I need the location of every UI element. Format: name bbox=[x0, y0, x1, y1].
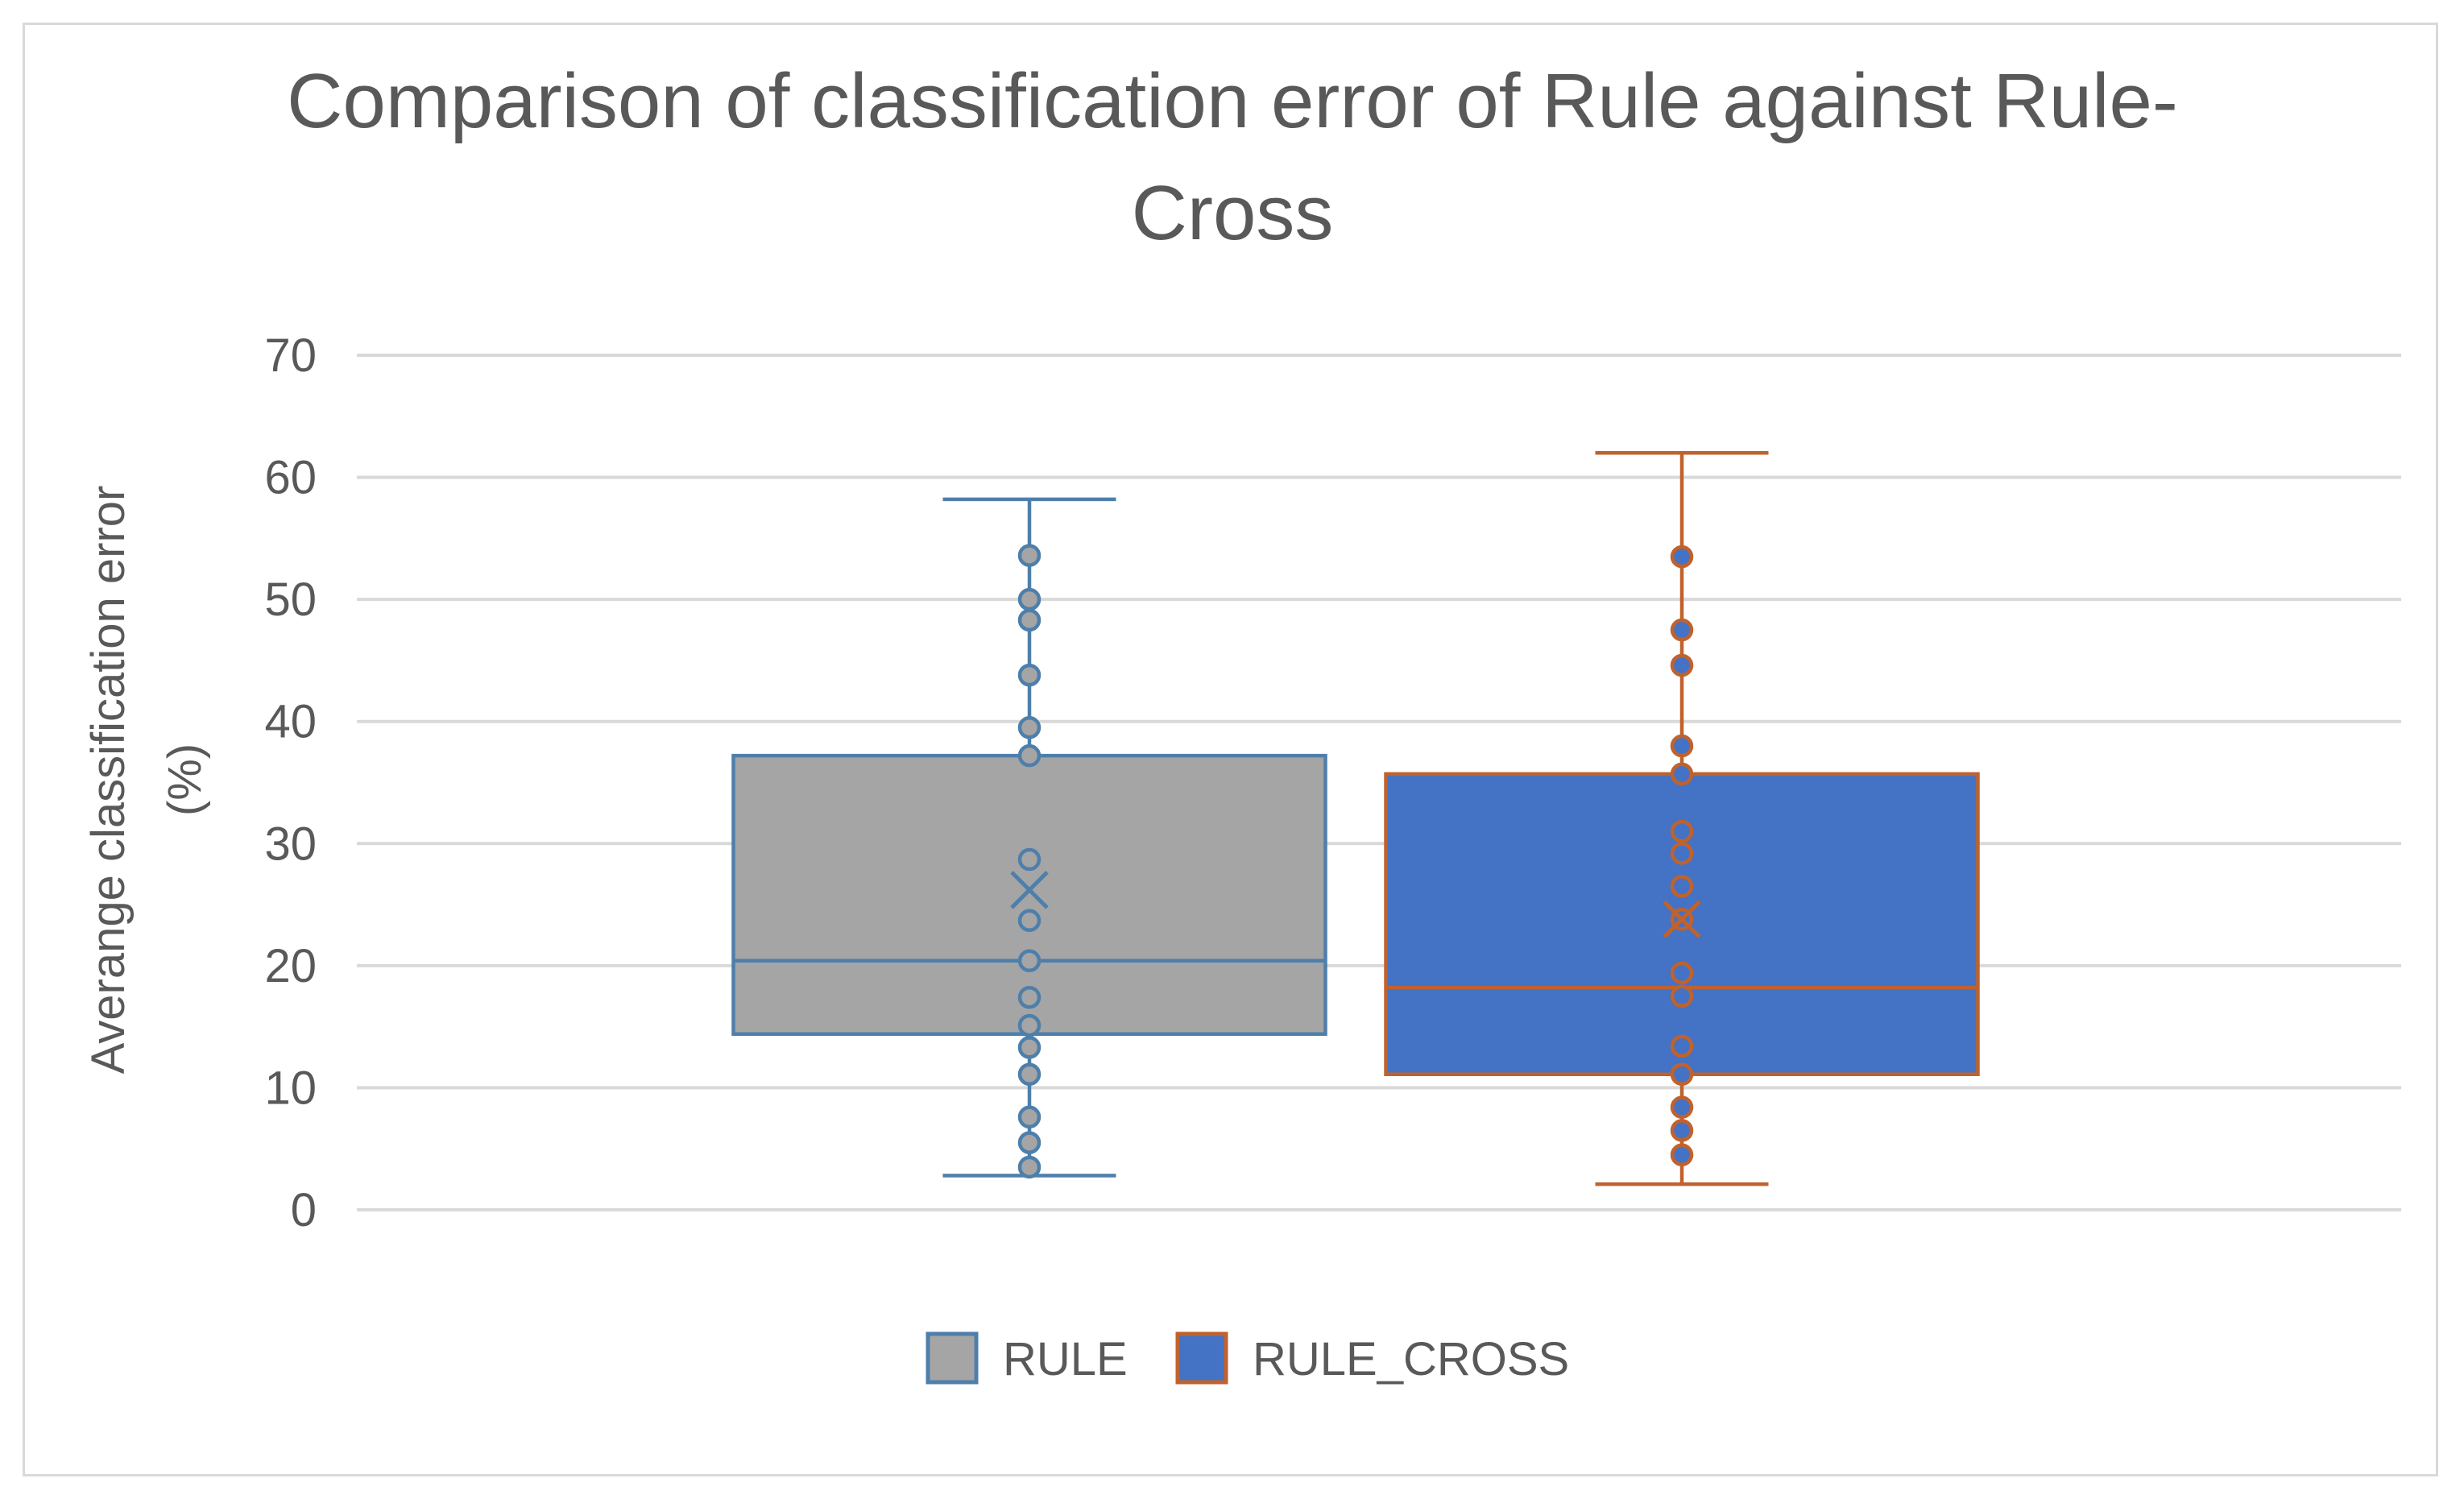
data-point bbox=[1670, 1095, 1694, 1119]
chart-title-line-2: Cross bbox=[1132, 170, 1334, 256]
data-point bbox=[1670, 1143, 1694, 1167]
data-point bbox=[1017, 544, 1042, 567]
legend-label: RULE bbox=[1003, 1333, 1128, 1385]
data-point bbox=[1017, 909, 1042, 933]
data-point bbox=[1670, 984, 1694, 1008]
data-point bbox=[1017, 949, 1042, 973]
data-point bbox=[1017, 1036, 1042, 1059]
data-point bbox=[1017, 716, 1042, 739]
mean-marker-stroke-2 bbox=[1663, 900, 1701, 939]
legend-label: RULE_CROSS bbox=[1253, 1333, 1569, 1385]
y-tick-label-10: 10 bbox=[264, 1062, 317, 1114]
box-rule bbox=[731, 497, 1327, 1179]
data-point bbox=[1017, 986, 1042, 1009]
data-point bbox=[1017, 1013, 1042, 1037]
data-point bbox=[1670, 1034, 1694, 1058]
legend-item-rule: RULE bbox=[926, 1331, 1128, 1385]
data-point bbox=[1017, 663, 1042, 687]
data-point bbox=[1017, 1105, 1042, 1129]
data-point bbox=[1670, 653, 1694, 677]
y-axis-title-line-1: Averange classification error bbox=[82, 486, 135, 1075]
mean-marker-stroke-2 bbox=[1010, 871, 1049, 909]
data-point bbox=[1670, 545, 1694, 569]
data-point bbox=[1017, 1155, 1042, 1179]
box-rule-cross bbox=[1384, 451, 1980, 1186]
y-tick-label-60: 60 bbox=[264, 452, 317, 504]
legend-item-rule-cross: RULE_CROSS bbox=[1175, 1331, 1569, 1385]
data-point bbox=[1017, 847, 1042, 872]
y-tick-label-40: 40 bbox=[264, 696, 317, 748]
mean-marker bbox=[1010, 871, 1049, 909]
data-point bbox=[1017, 608, 1042, 632]
data-point bbox=[1670, 875, 1694, 898]
data-point bbox=[1670, 734, 1694, 758]
data-point bbox=[1670, 961, 1694, 985]
y-tick-label-50: 50 bbox=[264, 574, 317, 626]
data-point bbox=[1017, 1062, 1042, 1087]
data-point bbox=[1017, 1131, 1042, 1154]
y-tick-label-0: 0 bbox=[291, 1184, 317, 1236]
y-axis-title: Averange classification error (%) bbox=[82, 486, 211, 1075]
data-point bbox=[1670, 819, 1694, 843]
y-tick-label-20: 20 bbox=[264, 940, 317, 992]
legend: RULE RULE_CROSS bbox=[926, 1331, 1569, 1385]
chart-title: Comparison of classification error of Ru… bbox=[287, 58, 2178, 256]
mean-marker bbox=[1663, 900, 1701, 939]
legend-swatch bbox=[926, 1331, 979, 1385]
data-point bbox=[1670, 762, 1694, 786]
data-point bbox=[1670, 1119, 1694, 1142]
box-plots bbox=[731, 451, 1980, 1186]
chart-frame: Comparison of classification error of Ru… bbox=[23, 23, 2438, 1476]
chart-svg: Comparison of classification error of Ru… bbox=[82, 58, 2401, 1385]
gridlines bbox=[357, 354, 2401, 1211]
data-point bbox=[1670, 1062, 1694, 1087]
data-point bbox=[1017, 743, 1042, 768]
data-point bbox=[1670, 842, 1694, 865]
legend-swatch bbox=[1175, 1331, 1228, 1385]
data-point bbox=[1017, 587, 1042, 611]
y-tick-label-70: 70 bbox=[264, 329, 317, 382]
chart-title-line-1: Comparison of classification error of Ru… bbox=[287, 58, 2178, 144]
data-point bbox=[1670, 618, 1694, 642]
y-axis-title-line-2: (%) bbox=[159, 743, 211, 816]
y-tick-labels: 0 10 20 30 40 50 60 70 bbox=[264, 329, 317, 1236]
y-tick-label-30: 30 bbox=[264, 818, 317, 870]
